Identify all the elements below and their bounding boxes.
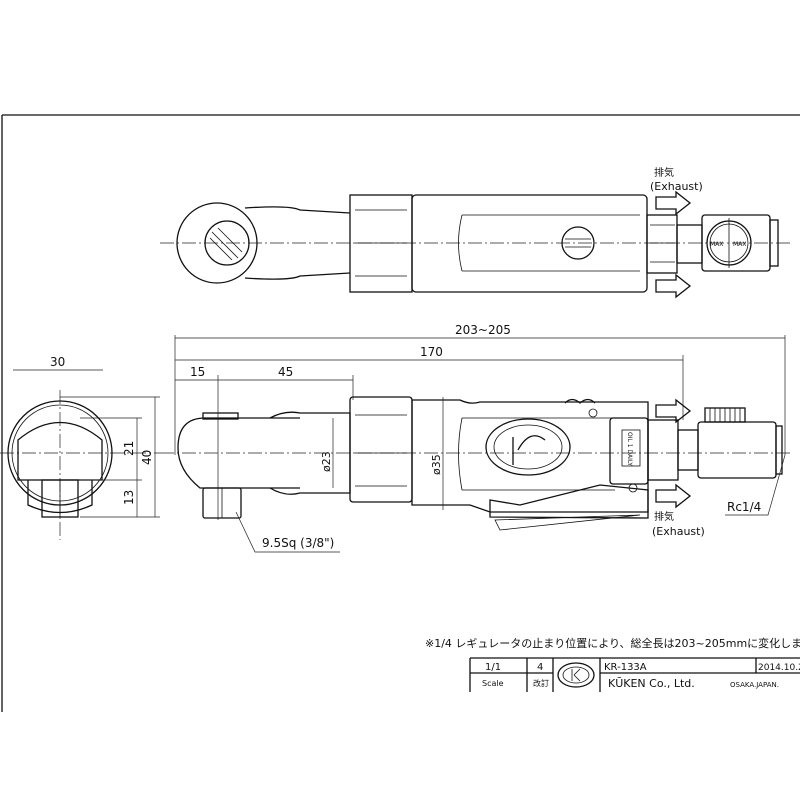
max-label-right: MAX [733,241,746,248]
company-location: OSAKA.JAPAN. [730,681,779,689]
top-view: MAX MAX 排気 (Exhaust) [160,166,790,299]
exhaust-arrow-icon [655,273,692,299]
thread-label: Rc1/4 [727,500,761,514]
dim-13: 13 [122,490,136,505]
dim-21: 21 [122,441,136,456]
kuken-logo-icon [485,418,571,476]
title-block: 1/1 Scale 4 改訂 KR-133A 2014.10.27 KŪKEN … [469,657,800,692]
exhaust-arrow-icon [655,398,692,424]
company-name: KŪKEN Co., Ltd. [608,677,695,690]
side-view: OIL 1 DAILY 排気 (Exhaust) Rc1/4 9.5Sq (3/… [160,396,790,553]
dim-15: 15 [190,365,205,379]
end-view: 30 21 40 13 [0,355,160,540]
dim-30: 30 [50,355,65,369]
drawing-frame [1,114,800,712]
scale-label: Scale [482,679,504,688]
oil-daily-label [621,429,641,467]
model-number: KR-133A [604,662,647,673]
slotted-screw-icon [561,226,595,260]
dim-40: 40 [140,450,154,465]
scale-value: 1/1 [485,662,501,673]
dim-overall: 203~205 [455,323,511,337]
max-label-left: MAX [710,241,723,248]
dim-170: 170 [420,345,443,359]
exhaust-arrow-icon [655,483,692,509]
exhaust-label-jp: 排気 [654,166,674,179]
revision-label: 改訂 [533,678,549,688]
dim-45: 45 [278,365,293,379]
oil-label-text: OIL 1 DAILY [626,432,633,466]
exhaust-arrow-icon [655,190,692,216]
dim-dia35: ø35 [430,454,443,475]
dimension-lines: 203~205 170 15 45 ø23 ø35 [174,323,786,520]
drawing-date: 2014.10.27 [758,663,800,673]
exhaust-label-en-bottom: (Exhaust) [652,525,705,538]
kuken-logo-icon [557,662,595,688]
exhaust-label-jp-bottom: 排気 [654,510,674,523]
square-drive-label: 9.5Sq (3/8") [262,536,334,550]
length-note: ※1/4 レギュレータの止まり位置により、総全長は203~205mmに変化します… [425,636,800,650]
exhaust-label-en: (Exhaust) [650,180,703,193]
revision-value: 4 [537,662,543,673]
dim-dia23: ø23 [320,451,333,472]
